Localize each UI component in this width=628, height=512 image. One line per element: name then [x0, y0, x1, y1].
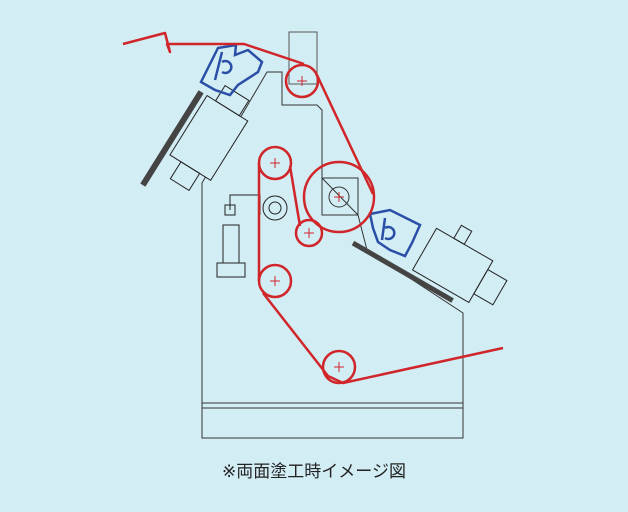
- roller-3: [294, 218, 324, 248]
- web-path: [122, 31, 504, 385]
- left-coating-unit: [140, 84, 250, 192]
- roller-5: [321, 349, 357, 385]
- roller-2: [257, 145, 293, 181]
- diagram-caption: ※両面塗工時イメージ図: [222, 462, 406, 482]
- right-coating-head: [368, 208, 422, 258]
- right-coating-unit: [351, 224, 508, 306]
- roller-4: [257, 263, 293, 299]
- left-coating-head: [199, 43, 264, 97]
- roller-1: [284, 63, 320, 99]
- air-cylinder: [216, 194, 288, 278]
- main-roller: [302, 160, 376, 234]
- machine-frame: [201, 31, 464, 439]
- roller-center-marks: [270, 76, 344, 372]
